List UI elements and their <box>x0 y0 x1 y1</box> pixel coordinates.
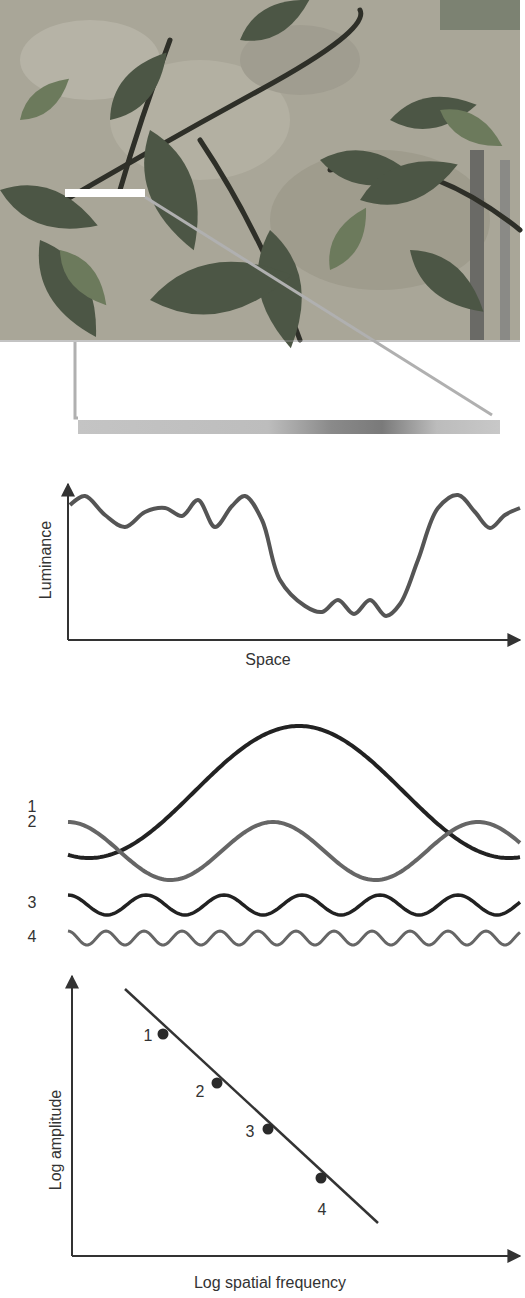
sine-component <box>68 895 520 915</box>
spectrum-line <box>125 989 378 1223</box>
component-number: 4 <box>28 928 37 946</box>
point-number: 4 <box>318 1201 327 1219</box>
component-number: 1 <box>28 798 37 816</box>
luminance-strip <box>78 420 500 434</box>
point-number: 3 <box>246 1123 255 1141</box>
axes <box>68 484 520 640</box>
axis-label: Log spatial frequency <box>194 1274 346 1292</box>
axes <box>72 976 520 1256</box>
sine-component <box>68 931 520 945</box>
photo <box>0 0 520 352</box>
axis-label: Space <box>245 651 290 669</box>
spectrum-points <box>158 1029 327 1184</box>
axis-label: Log amplitude <box>47 1090 65 1191</box>
point-number: 2 <box>196 1083 205 1101</box>
luminance-curve <box>70 495 520 616</box>
axis-label: Luminance <box>37 521 55 599</box>
sine-component <box>68 822 520 880</box>
component-number: 3 <box>28 894 37 912</box>
component-number: 2 <box>28 813 37 831</box>
leader-bracket <box>75 197 492 418</box>
sine-component <box>68 726 520 858</box>
point-number: 1 <box>144 1027 153 1045</box>
